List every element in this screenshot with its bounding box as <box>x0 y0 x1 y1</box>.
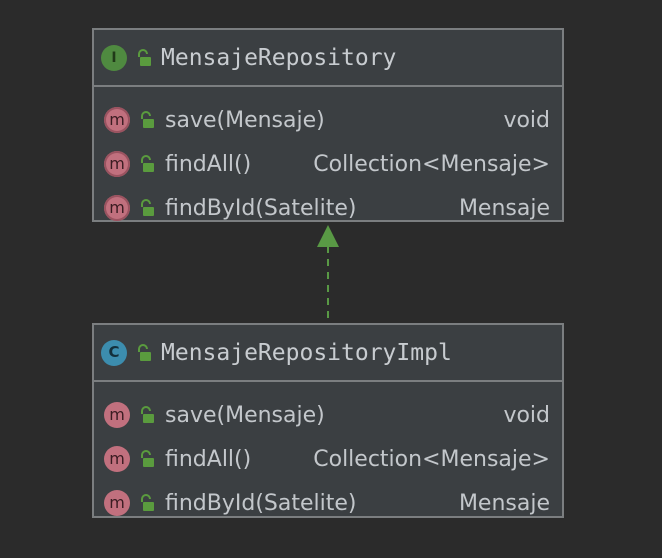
method-signature: findById(Satelite) <box>165 195 357 221</box>
method-signature: save(Mensaje) <box>165 107 325 133</box>
interface-icon: I <box>101 44 127 71</box>
interface-header: I MensajeRepository <box>94 30 562 85</box>
abstract-method-icon: m <box>104 107 130 133</box>
method-icon: m <box>104 446 130 472</box>
public-lock-icon <box>141 406 154 423</box>
return-type: void <box>503 402 550 428</box>
public-lock-icon <box>141 155 154 172</box>
method-icon: m <box>104 490 130 516</box>
public-lock-icon <box>138 343 151 361</box>
divider <box>94 85 562 87</box>
public-lock-icon <box>141 111 154 128</box>
return-type: Mensaje <box>458 490 550 516</box>
method-signature: save(Mensaje) <box>165 402 325 428</box>
abstract-method-icon: m <box>104 195 130 221</box>
member-row[interactable]: m save(Mensaje) void <box>94 98 562 142</box>
method-signature: findAll() <box>165 151 252 177</box>
member-row[interactable]: m findById(Satelite) Mensaje <box>94 186 562 230</box>
interface-box[interactable]: I MensajeRepository m save(Mensaje) void… <box>92 28 564 222</box>
member-row[interactable]: m findById(Satelite) Mensaje <box>94 481 562 525</box>
return-type: void <box>503 107 550 133</box>
class-icon: C <box>101 339 127 366</box>
public-lock-icon <box>141 494 154 511</box>
class-members: m save(Mensaje) void m findAll() Collect… <box>94 382 562 525</box>
class-title: MensajeRepositoryImpl <box>161 339 452 366</box>
class-box[interactable]: C MensajeRepositoryImpl m save(Mensaje) … <box>92 323 564 518</box>
member-row[interactable]: m findAll() Collection<Mensaje> <box>94 437 562 481</box>
public-lock-icon <box>141 199 154 216</box>
return-type: Collection<Mensaje> <box>313 151 550 177</box>
class-header: C MensajeRepositoryImpl <box>94 325 562 380</box>
public-lock-icon <box>141 450 154 467</box>
divider <box>94 380 562 382</box>
method-signature: findAll() <box>165 446 252 472</box>
public-lock-icon <box>138 48 151 66</box>
method-signature: findById(Satelite) <box>165 490 357 516</box>
interface-members: m save(Mensaje) void m findAll() Collect… <box>94 87 562 230</box>
member-row[interactable]: m findAll() Collection<Mensaje> <box>94 142 562 186</box>
interface-title: MensajeRepository <box>161 44 397 71</box>
realization-arrowhead <box>317 225 339 247</box>
member-row[interactable]: m save(Mensaje) void <box>94 393 562 437</box>
return-type: Mensaje <box>458 195 550 221</box>
method-icon: m <box>104 402 130 428</box>
abstract-method-icon: m <box>104 151 130 177</box>
return-type: Collection<Mensaje> <box>313 446 550 472</box>
